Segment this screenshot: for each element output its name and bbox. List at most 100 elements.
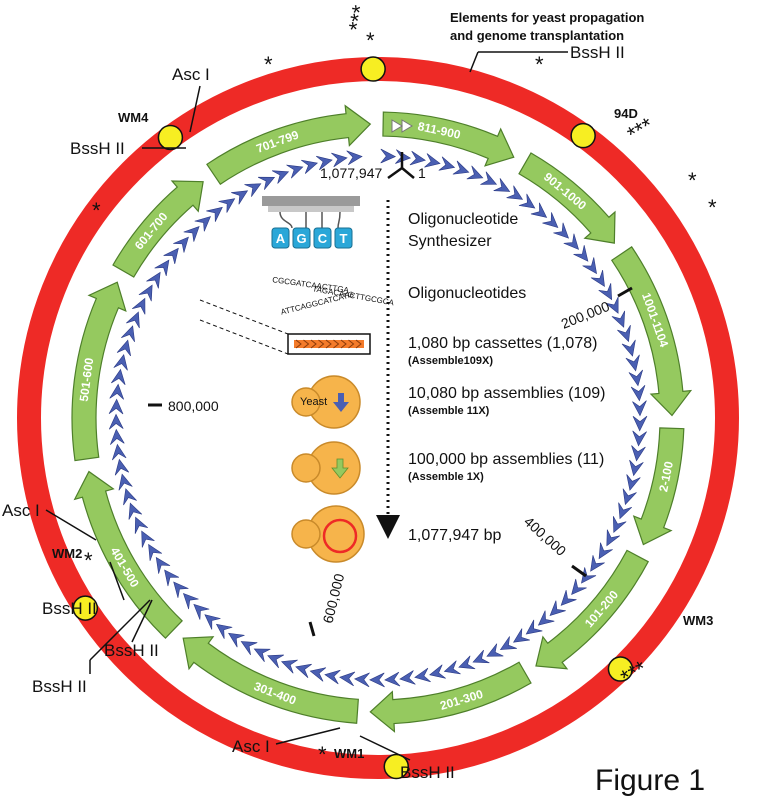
leader-line — [189, 85, 201, 133]
cassette-arrow — [621, 339, 636, 357]
origin-label-left: 1,077,947 — [320, 165, 382, 181]
enzyme-label-asc-wm4: Asc I — [172, 65, 210, 84]
cassette-arrow — [112, 443, 127, 461]
cassette-arrow — [625, 354, 640, 372]
cassette-arrow — [339, 671, 356, 687]
enzyme-label-bssh-top: BssH II — [570, 43, 625, 62]
cassette-arrow — [244, 183, 262, 197]
position-label-400k: 400,000 — [521, 513, 569, 559]
cassette-chevron — [318, 339, 325, 349]
cassette-arrow — [542, 212, 559, 228]
leader-line — [469, 51, 479, 73]
reagent-vial — [292, 227, 311, 249]
cassette-arrow — [206, 206, 223, 222]
cassette-arrow — [525, 619, 543, 635]
cassette-arrow — [617, 325, 631, 343]
cassette-bar — [294, 340, 364, 348]
cassette-chevron — [303, 339, 310, 349]
cassette-arrow — [618, 502, 632, 520]
yeast-cell-final — [291, 505, 365, 563]
cassette-arrow — [632, 430, 647, 447]
cassette-arrow — [630, 385, 646, 402]
cassette-arrow — [193, 603, 210, 620]
zoom-line — [199, 319, 289, 355]
cassette-arrow — [134, 516, 148, 534]
cassette-arrow — [253, 648, 271, 663]
cassette-arrow — [257, 176, 276, 190]
marker-circle — [570, 122, 596, 149]
cassette-arrow — [443, 660, 461, 675]
cassette-arrow — [573, 245, 589, 262]
cassette-arrow — [480, 171, 498, 185]
cassette-arrow — [384, 671, 401, 687]
cassette-arrow — [409, 150, 426, 166]
marker-circle — [360, 56, 386, 82]
cassette-arrow — [452, 160, 470, 175]
green-segment-arrow — [73, 470, 183, 639]
segment-label: 501-600 — [77, 357, 97, 403]
position-label-600k: 600,000 — [319, 572, 347, 625]
tick-200k — [617, 286, 633, 298]
marker-circle — [607, 656, 634, 682]
vial-letter: T — [340, 231, 348, 246]
cassette-arrow — [301, 159, 319, 174]
asm10k-label: 10,080 bp assemblies (109) — [408, 385, 605, 402]
cassette-arrow — [571, 578, 587, 596]
cassette-arrow — [472, 649, 490, 664]
leader-line — [109, 561, 125, 601]
cassette-arrow — [132, 297, 146, 315]
cassette-arrow — [590, 555, 605, 572]
green-segment-arrow — [518, 152, 616, 244]
cassette-arrow — [512, 628, 530, 643]
enzyme-label-asc-wm2: Asc I — [2, 501, 40, 520]
cassette-arrow — [114, 458, 130, 476]
tick-600k — [308, 621, 316, 637]
star-marker: * — [92, 198, 101, 223]
cassette-arrow — [231, 190, 249, 205]
cassette-chevron — [310, 339, 317, 349]
cassette-arrow — [182, 592, 199, 610]
cassette-arrow — [118, 473, 133, 491]
cassette-arrow — [438, 156, 456, 171]
segment-label: 2-100 — [656, 460, 676, 493]
cassette-arrow — [108, 413, 124, 430]
figure-label: Figure 1 — [595, 764, 705, 797]
vial-letter: G — [296, 231, 306, 246]
cassette-arrow — [204, 614, 221, 630]
cassette-arrow — [605, 296, 619, 314]
watermark-label-94d: 94D — [614, 106, 638, 121]
origin-open-triangle — [391, 119, 413, 133]
header-line-1: Elements for yeast propagation — [450, 10, 644, 25]
cassette-arrow — [631, 445, 646, 462]
cassette-label: 1,080 bp cassettes (1,078) — [408, 335, 597, 352]
cassette-arrow — [549, 600, 566, 617]
green-segment-arrow — [182, 636, 359, 724]
cassette-arrow — [499, 636, 517, 650]
cassette-arrow — [346, 150, 363, 165]
cassette-arrow — [458, 655, 476, 670]
origin-label-right: 1 — [418, 165, 426, 181]
marker-circle — [72, 595, 99, 621]
star-marker: * — [318, 742, 327, 767]
leader-line — [131, 599, 153, 643]
cassette-arrow — [553, 222, 570, 239]
cassette-arrow — [598, 283, 613, 301]
cassette-arrow — [560, 590, 577, 606]
cassette-arrow — [466, 165, 484, 180]
cassette-arrow — [486, 643, 504, 657]
cassette-arrow — [414, 667, 431, 683]
cassette-arrow — [493, 178, 511, 192]
cassette-arrow — [155, 556, 171, 574]
cassette-arrow — [141, 530, 155, 548]
cassette-arrow — [126, 311, 140, 329]
cassette-chevron — [295, 339, 302, 349]
enzyme-label-bssh-lower: BssH II — [104, 641, 159, 660]
yeast-cell-100k — [291, 441, 361, 495]
cassette-chevron — [355, 339, 362, 349]
cassette-arrow — [173, 236, 189, 253]
cassette-arrow — [582, 257, 597, 275]
enzyme-label-bssh-wm1: BssH II — [400, 763, 455, 782]
cassette-arrow — [611, 310, 626, 328]
